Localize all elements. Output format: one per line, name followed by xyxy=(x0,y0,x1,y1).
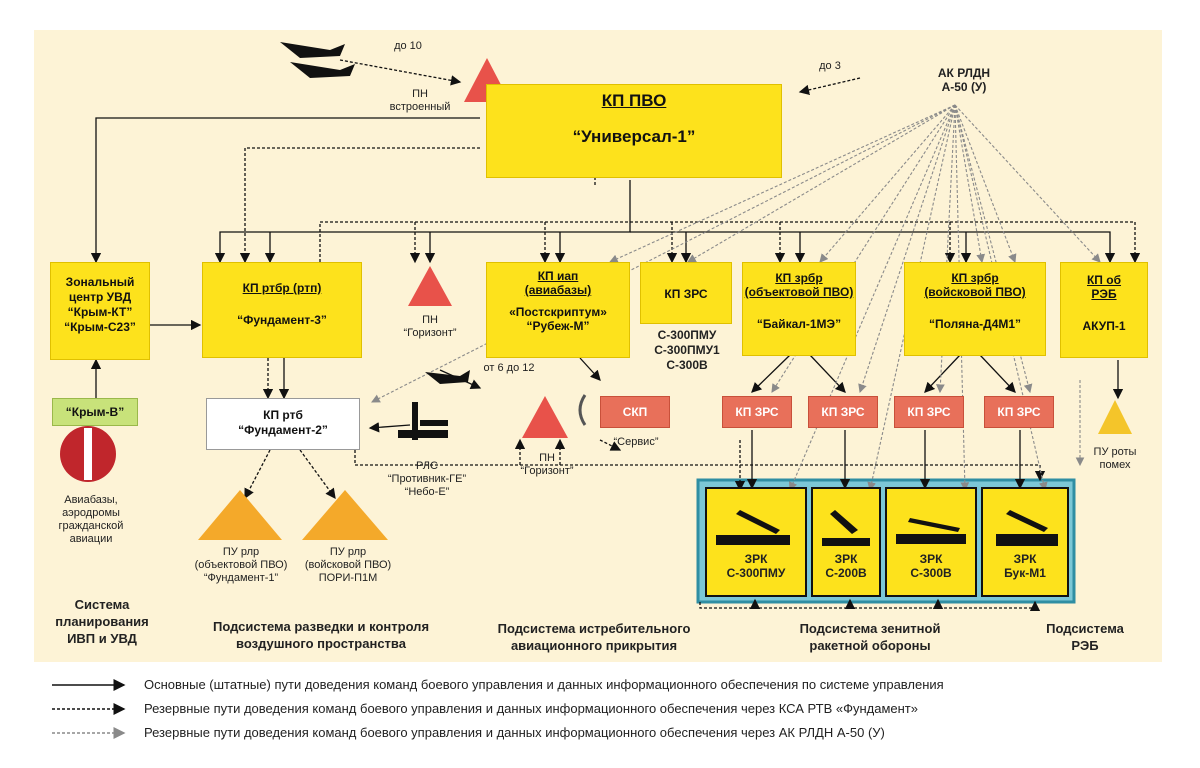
ak-rldn-label: АК РЛДН А-50 (У) xyxy=(937,66,991,94)
pu-rlr1-icon xyxy=(198,490,282,540)
radar-rls-icon xyxy=(398,402,448,440)
pn-embedded-label: ПН встроенный xyxy=(389,88,451,113)
subsystem-fighter: Подсистема истребительного авиационного … xyxy=(497,621,691,653)
pn-horizon2-link: от 6 до 12 xyxy=(483,362,535,374)
airfields-label: Авиабазы, аэродромы гражданской авиации xyxy=(58,494,124,545)
main-paths xyxy=(90,117,1124,490)
kp-pvo-name: “Универсал-1” xyxy=(572,127,696,146)
subsystem-zro: Подсистема зенитной ракетной обороны xyxy=(799,621,941,653)
rls-label: РЛС “Противник-ГЕ” “Небо-Е” xyxy=(387,460,467,498)
ak-rldn-link: до 3 xyxy=(819,60,841,72)
kp-zrbr-voisk-box: КП зрбр (войсковой ПВО) “Поляна-Д4М1” xyxy=(904,262,1046,356)
pn-horizon1-label: ПН “Горизонт” xyxy=(403,314,457,339)
legend-reserve-a50: Резервные пути доведения команд боевого … xyxy=(144,725,885,740)
pu-rlr1-label: ПУ рлр (объектовой ПВО) “Фундамент-1” xyxy=(194,546,288,584)
skp-caption: “Сервис” xyxy=(613,436,659,448)
reserve-paths xyxy=(239,59,1141,612)
pn-horizon2-label: ПН “Горизонт” xyxy=(520,452,574,477)
subsystem-recon: Подсистема разведки и контроля воздушног… xyxy=(212,619,430,651)
subsystem-reb: Подсистема РЭБ xyxy=(1046,621,1124,653)
pu-rlr2-icon xyxy=(302,490,388,540)
kp-rtb-box: КП ртб “Фундамент-2” xyxy=(206,398,360,450)
kp-zrs-small-4: КП ЗРС xyxy=(984,396,1054,428)
kp-zrbr-obj-box: КП зрбр (объектовой ПВО) “Байкал-1МЭ” xyxy=(742,262,856,356)
kp-iap-box: КП иап (авиабазы) «Постскриптум» “Рубеж-… xyxy=(486,262,630,358)
pn-embedded-link: до 10 xyxy=(394,40,422,52)
subsystem-ivp: Система планирования ИВП и УВД xyxy=(55,597,149,646)
pu-rlr2-label: ПУ рлр (войсковой ПВО) ПОРИ-П1М xyxy=(304,546,392,584)
kp-zrs-box: КП ЗРС xyxy=(640,262,732,324)
uvd-center-box: Зональный центр УВД “Крым-КТ” “Крым-С23” xyxy=(50,262,150,360)
launcher-icons xyxy=(716,510,1058,546)
fighter-aircraft-icon xyxy=(280,42,470,384)
kp-zrs-systems: С-300ПМУ С-300ПМУ1 С-300В xyxy=(654,328,720,372)
kp-reb-box: КП об РЭБ АКУП-1 xyxy=(1060,262,1148,358)
legend-lines xyxy=(52,679,126,739)
krym-v-box: “Крым-В” xyxy=(52,398,138,426)
kp-zrs-small-3: КП ЗРС xyxy=(894,396,964,428)
pu-reb-label: ПУ роты помех xyxy=(1093,446,1137,471)
kp-rtbr-box: КП ртбр (ртп) “Фундамент-3” xyxy=(202,262,362,358)
skp-antenna-icon xyxy=(578,394,587,426)
skp-box: СКП xyxy=(600,396,670,428)
kp-zrs-small-2: КП ЗРС xyxy=(808,396,878,428)
kp-pvo-title: КП ПВО xyxy=(601,91,667,110)
legend-main: Основные (штатные) пути доведения команд… xyxy=(144,677,944,692)
legend-reserve-fundament: Резервные пути доведения команд боевого … xyxy=(144,701,918,716)
kp-pvo-box: КП ПВО “Универсал-1” xyxy=(486,84,782,178)
kp-zrs-small-1: КП ЗРС xyxy=(722,396,792,428)
